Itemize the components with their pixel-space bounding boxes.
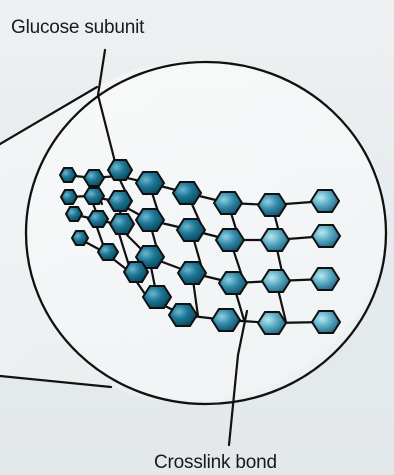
glucose-subunit-hexagon: [216, 229, 244, 251]
glucose-subunit-hexagon: [60, 168, 76, 182]
glucose-subunit-hexagon: [214, 192, 242, 214]
glucose-subunit-hexagon: [212, 309, 240, 331]
glucose-subunit-hexagon: [312, 225, 340, 247]
glucose-subunit-hexagon: [136, 209, 164, 231]
glucose-subunit-label: Glucose subunit: [11, 18, 144, 37]
glucose-subunit-hexagon: [258, 194, 286, 216]
glucose-subunit-hexagon: [258, 312, 286, 334]
glucose-subunit-hexagon: [72, 231, 88, 245]
glucose-subunit-hexagon: [312, 311, 340, 333]
glucose-subunit-hexagon: [66, 207, 82, 221]
glucose-subunit-hexagon: [136, 172, 164, 194]
glucose-subunit-hexagon: [173, 182, 201, 204]
glucose-subunit-hexagon: [124, 262, 148, 282]
glucose-subunit-hexagon: [261, 229, 289, 251]
glucose-subunit-hexagon: [110, 214, 134, 234]
glucose-subunit-hexagon: [311, 190, 339, 212]
glucose-subunit-hexagon: [178, 262, 206, 284]
glucose-subunit-hexagon: [262, 270, 290, 292]
glucose-subunit-hexagon: [311, 268, 339, 290]
glucose-subunit-hexagon: [84, 170, 104, 186]
crosslink-bond-label: Crosslink bond: [154, 453, 277, 472]
glucose-subunit-hexagon: [61, 190, 77, 204]
glucose-subunit-hexagon: [108, 160, 132, 180]
glucose-subunit-hexagon: [169, 304, 197, 326]
glucose-subunit-hexagon: [98, 244, 118, 260]
glucose-subunit-hexagon: [177, 219, 205, 241]
glucose-subunit-hexagon: [108, 191, 132, 211]
glucose-subunit-hexagon: [88, 211, 108, 227]
glucose-subunit-hexagon: [84, 188, 104, 204]
glucose-subunit-hexagon: [143, 286, 171, 308]
glucose-subunit-hexagon: [219, 272, 247, 294]
